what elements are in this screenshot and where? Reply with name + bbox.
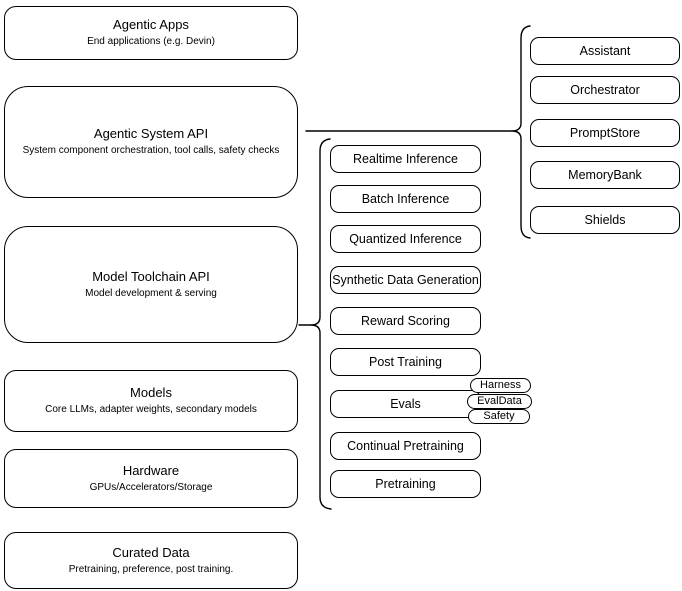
system-component-orchestrator: Orchestrator: [530, 76, 680, 104]
toolchain-item-reward-scoring: Reward Scoring: [330, 307, 481, 335]
evals-tag-harness: Harness: [470, 378, 531, 393]
layer-title: Model Toolchain API: [92, 268, 210, 284]
system-components-brace: [511, 25, 531, 239]
layer-subtitle: Pretraining, preference, post training.: [68, 563, 234, 575]
toolchain-item-continual-pretraining: Continual Pretraining: [330, 432, 481, 460]
layer-title: Models: [130, 385, 172, 401]
toolchain-item-quantized-inference: Quantized Inference: [330, 225, 481, 253]
evals-tag-safety: Safety: [468, 409, 530, 424]
toolchain-item-post-training: Post Training: [330, 348, 481, 376]
layer-title: Agentic Apps: [113, 17, 189, 33]
toolchain-item-pretraining: Pretraining: [330, 470, 481, 498]
system-component-promptstore: PromptStore: [530, 119, 680, 147]
layer-title: Agentic System API: [93, 126, 209, 142]
layer-subtitle: Model development & serving: [85, 287, 217, 299]
toolchain-item-evals: Evals: [330, 390, 481, 418]
layer-box-hardware: Hardware GPUs/Accelerators/Storage: [4, 449, 298, 508]
layer-subtitle: End applications (e.g. Devin): [87, 36, 215, 48]
system-component-memorybank: MemoryBank: [530, 161, 680, 189]
layer-box-models: Models Core LLMs, adapter weights, secon…: [4, 370, 298, 432]
layer-subtitle: System component orchestration, tool cal…: [22, 145, 280, 157]
layer-subtitle: GPUs/Accelerators/Storage: [89, 481, 213, 493]
toolchain-item-batch-inference: Batch Inference: [330, 185, 481, 213]
layer-title: Curated Data: [112, 544, 190, 560]
layer-box-agentic-system-api: Agentic System API System component orch…: [4, 86, 298, 198]
layer-title: Hardware: [122, 462, 180, 478]
layer-box-curated-data: Curated Data Pretraining, preference, po…: [4, 532, 298, 589]
layer-box-agentic-apps: Agentic Apps End applications (e.g. Devi…: [4, 6, 298, 60]
toolchain-item-synthetic-data-generation: Synthetic Data Generation: [330, 266, 481, 294]
evals-tag-evaldata: EvalData: [467, 394, 532, 409]
system-component-shields: Shields: [530, 206, 680, 234]
system-component-assistant: Assistant: [530, 37, 680, 65]
layer-box-model-toolchain-api: Model Toolchain API Model development & …: [4, 226, 298, 343]
toolchain-brace: [310, 138, 332, 510]
layer-subtitle: Core LLMs, adapter weights, secondary mo…: [45, 404, 257, 416]
toolchain-item-realtime-inference: Realtime Inference: [330, 145, 481, 173]
